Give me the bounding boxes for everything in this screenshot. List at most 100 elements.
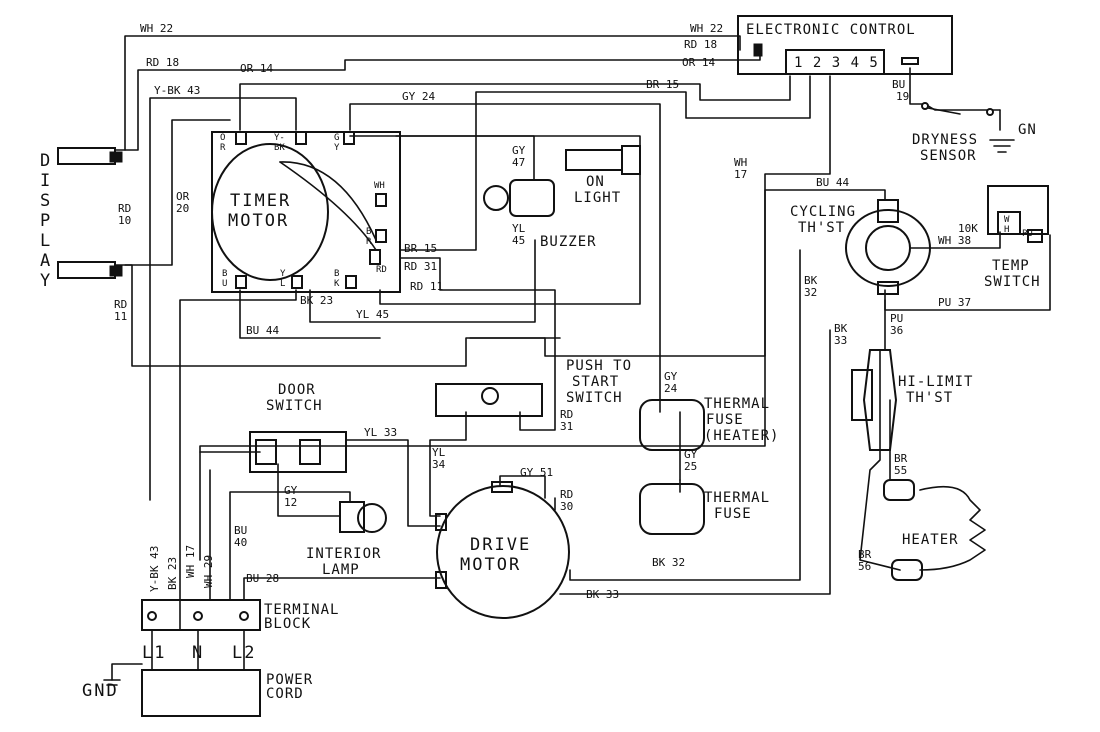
ten-k-label: 10K xyxy=(958,222,978,235)
temp-term-pu: PU xyxy=(1022,229,1033,239)
wire-bk32-bottom: BK 32 xyxy=(652,556,685,569)
wire-rd18-ec: RD 18 xyxy=(684,38,717,51)
timer-term-ybk: Y- xyxy=(274,133,285,143)
timer-term-wh: WH xyxy=(374,181,385,191)
thermal-fuse-shape xyxy=(639,483,705,535)
display-letter: D xyxy=(40,151,52,171)
hi-limit-label-1: HI-LIMIT xyxy=(898,374,973,390)
wire-or20: 20 xyxy=(176,202,189,215)
door-switch-label-1: DOOR xyxy=(278,382,316,398)
display-letter: Y xyxy=(40,271,52,291)
timer-term-bu: B xyxy=(222,269,227,279)
door-switch-shape xyxy=(249,431,347,473)
display-letter: S xyxy=(40,191,52,211)
wire-gy12: GY xyxy=(284,484,298,497)
power-cord-shape xyxy=(103,629,261,717)
thermal-fuse-heater-label-1: THERMAL xyxy=(704,396,770,412)
buzzer-shape xyxy=(483,179,555,217)
drive-motor-shape xyxy=(435,481,570,619)
timer-term-bu: U xyxy=(222,279,227,289)
temp-term-h: H xyxy=(1004,225,1009,235)
electronic-control-label: ELECTRONIC CONTROL xyxy=(746,22,916,38)
door-switch-label-2: SWITCH xyxy=(266,398,323,414)
wire-rd31-timer: RD 31 xyxy=(404,260,437,273)
timer-motor-label-1: TIMER xyxy=(230,191,291,211)
wire-bu40: BU xyxy=(234,524,247,537)
timer-term-bk: B xyxy=(334,269,339,279)
wire-or14-left: OR 14 xyxy=(240,62,273,75)
thermal-fuse-heater-label-2: FUSE xyxy=(706,412,744,428)
display-letter: A xyxy=(40,251,52,271)
wire-gy24-right: 24 xyxy=(664,382,678,395)
temp-switch-label-1: TEMP xyxy=(992,258,1030,274)
timer-term-b: B xyxy=(366,227,371,237)
hi-limit-label-2: TH'ST xyxy=(906,390,953,406)
drive-motor-label-1: DRIVE xyxy=(470,535,531,555)
display-letter: P xyxy=(40,211,52,231)
wire-br56: 56 xyxy=(858,560,871,573)
interior-lamp-label-2: LAMP xyxy=(322,562,360,578)
wire-yl45-bottom: YL 45 xyxy=(356,308,389,321)
wire-or14-ec: OR 14 xyxy=(682,56,715,69)
hi-limit-shape xyxy=(851,349,898,451)
gnd-label: GND xyxy=(82,681,119,701)
wire-rd10: RD xyxy=(118,202,131,215)
dryness-sensor-label-2: SENSOR xyxy=(920,148,977,164)
wire-rd11-left: 11 xyxy=(114,310,127,323)
wire-rd30: 30 xyxy=(560,500,573,513)
timer-term-yl: L xyxy=(280,279,285,289)
push-to-start-label-3: SWITCH xyxy=(566,390,623,406)
terminal-block-shape xyxy=(141,599,261,631)
wire-bu44-top: BU 44 xyxy=(816,176,849,189)
thermal-fuse-heater-label-3: (HEATER) xyxy=(704,428,779,444)
cycling-thst-label-1: CYCLING xyxy=(790,204,856,220)
display-label: D I S P L A Y xyxy=(40,151,52,291)
wire-bk23-timer: BK 23 xyxy=(300,294,333,307)
push-to-start-shape xyxy=(435,383,543,417)
timer-motor-label-2: MOTOR xyxy=(228,211,289,231)
cycling-thermostat-shape xyxy=(845,199,931,295)
power-cord-label-1: POWER xyxy=(266,672,313,688)
wire-br56: BR xyxy=(858,548,872,561)
wire-gy47: GY xyxy=(512,144,526,157)
wire-yl34: YL xyxy=(432,446,446,459)
wire-yl33: YL 33 xyxy=(364,426,397,439)
wire-bu28: BU 28 xyxy=(246,572,279,585)
temp-switch-shape xyxy=(987,185,1049,243)
wire-pu36: PU xyxy=(890,312,903,325)
power-cord-label-2: CORD xyxy=(266,686,304,702)
timer-motor xyxy=(211,131,401,293)
wire-gy47: 47 xyxy=(512,156,525,169)
wire-gy24-top: GY 24 xyxy=(402,90,435,103)
display-connectors xyxy=(57,147,123,279)
wire-bk33-right: 33 xyxy=(834,334,847,347)
wire-bu44-bottom: BU 44 xyxy=(246,324,279,337)
dryness-sensor-label-1: DRYNESS xyxy=(912,132,978,148)
electronic-control xyxy=(737,15,953,75)
wire-gy51: GY 51 xyxy=(520,466,553,479)
wire-br15-timer: BR 15 xyxy=(404,242,437,255)
push-to-start-label-1: PUSH TO xyxy=(566,358,632,374)
wire-rd18-left: RD 18 xyxy=(146,56,179,69)
temp-switch-label-2: SWITCH xyxy=(984,274,1041,290)
wire-br55: 55 xyxy=(894,464,907,477)
on-light-label-1: ON xyxy=(586,174,605,190)
wire-bk32-right: BK xyxy=(804,274,818,287)
terminal-block-label-2: BLOCK xyxy=(264,616,311,632)
drive-motor-label-2: MOTOR xyxy=(460,555,521,575)
temp-term-w: W xyxy=(1004,215,1010,225)
wire-wh22-ec: WH 22 xyxy=(690,22,723,35)
thermal-fuse-label-2: FUSE xyxy=(714,506,752,522)
heater-label: HEATER xyxy=(902,532,959,548)
n-label: N xyxy=(192,643,204,663)
timer-term-rd: RD xyxy=(376,265,387,275)
wire-pu36: 36 xyxy=(890,324,903,337)
push-to-start-label-2: START xyxy=(572,374,619,390)
wire-paths xyxy=(114,35,1051,631)
display-letter: I xyxy=(40,171,52,191)
timer-term-bk: K xyxy=(334,279,340,289)
display-letter: L xyxy=(40,231,52,251)
wire-bu40: 40 xyxy=(234,536,247,549)
buzzer-label: BUZZER xyxy=(540,234,597,250)
